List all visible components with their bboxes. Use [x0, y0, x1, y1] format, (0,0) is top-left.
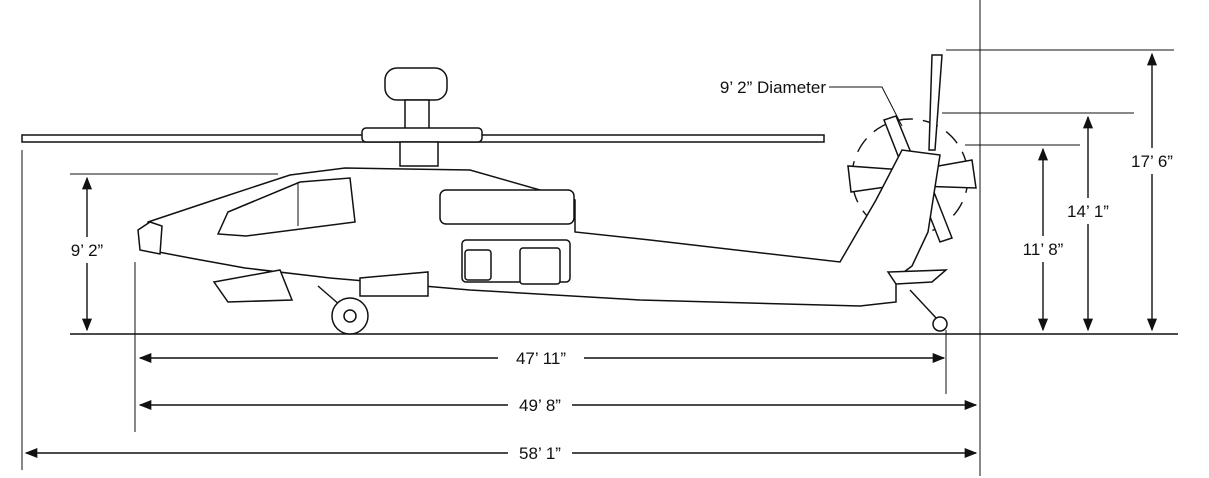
- tail-rotor-diameter-label: 9’ 2” Diameter: [720, 78, 826, 97]
- cockpit-canopy: [216, 177, 356, 237]
- side-panel: [519, 247, 561, 285]
- reference-lines: [21, 0, 1178, 476]
- fuselage: [137, 149, 949, 307]
- swashplate: [399, 141, 439, 167]
- stub-wing: [359, 271, 429, 297]
- main-rotor: [21, 67, 825, 167]
- fuselage-length-label: 47’ 11”: [516, 349, 566, 368]
- diameter-leader-line: [829, 86, 903, 127]
- tail-gear-strut: [909, 289, 939, 321]
- dimension-labels: 47’ 11” 49’ 8” 58’ 1” 9’ 2” 11’ 8” 14’ 1…: [71, 78, 1174, 463]
- nose-sensor: [137, 221, 163, 255]
- horizontal-stabilizer: [886, 269, 949, 285]
- landing-gear: [317, 285, 948, 335]
- main-wheel-hub: [343, 309, 357, 323]
- tail-wheel: [932, 316, 948, 332]
- overall-length-label: 49’ 8”: [519, 396, 561, 415]
- engine-nacelle: [439, 189, 575, 225]
- rotor-length-label: 58’ 1”: [519, 444, 561, 463]
- total-height-label: 17’ 6”: [1131, 152, 1173, 171]
- dimension-lines: [24, 52, 1158, 459]
- side-window: [464, 249, 492, 281]
- nose-height-label: 9’ 2”: [71, 241, 104, 260]
- rotor-hub: [361, 127, 483, 143]
- stabilizer-height-label: 14’ 1”: [1067, 202, 1109, 221]
- sensor-pod: [212, 269, 294, 303]
- hub-height-label: 11’ 8”: [1023, 240, 1064, 259]
- tail-antenna: [928, 54, 943, 151]
- mast-radar-dome: [384, 67, 448, 101]
